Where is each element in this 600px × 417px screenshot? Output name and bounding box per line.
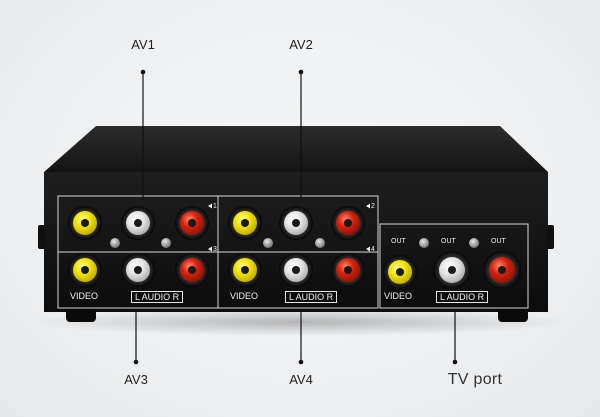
tv-port-outline xyxy=(379,223,529,309)
av2-callout: AV2 xyxy=(289,37,313,52)
av1-callout: AV1 xyxy=(131,37,155,52)
box-front xyxy=(44,172,548,312)
box-top xyxy=(44,126,548,172)
marker-2-label: 2 xyxy=(371,203,375,210)
leader-lines xyxy=(135,72,456,362)
av1-jacks xyxy=(68,206,209,240)
av3-jacks xyxy=(68,253,209,287)
tv-audio-label: L AUDIO R xyxy=(436,291,489,303)
leader-dots xyxy=(133,69,458,365)
tv-out-video-label: OUT xyxy=(391,238,406,245)
av4-video-label: VIDEO xyxy=(230,291,259,301)
tv-out-right-label: OUT xyxy=(491,238,506,245)
av4-audio-label: L AUDIO R xyxy=(285,291,338,303)
av3-video-label: VIDEO xyxy=(70,291,99,301)
marker-1-label: 1 xyxy=(213,203,217,210)
status-led-icon xyxy=(110,238,479,248)
av3-callout: AV3 xyxy=(124,372,148,387)
marker-3-label: 3 xyxy=(213,246,217,253)
foot-right xyxy=(498,306,528,322)
triangle-left-icon xyxy=(208,203,370,252)
tv-port-callout: TV port xyxy=(447,371,503,388)
left-side-nub xyxy=(38,225,46,249)
marker-4-label: 4 xyxy=(371,246,375,253)
tv-out-left-label: OUT xyxy=(441,238,456,245)
av4-jacks xyxy=(228,253,365,287)
av3-audio-label: L AUDIO R xyxy=(131,291,184,303)
tv-video-label: VIDEO xyxy=(384,291,413,301)
right-side-nub xyxy=(546,225,554,249)
foot-left xyxy=(66,306,96,322)
floor-shadow xyxy=(30,308,570,336)
av2-jacks xyxy=(228,206,365,240)
tv-port-jacks xyxy=(383,251,521,289)
av4-callout: AV4 xyxy=(289,372,313,387)
